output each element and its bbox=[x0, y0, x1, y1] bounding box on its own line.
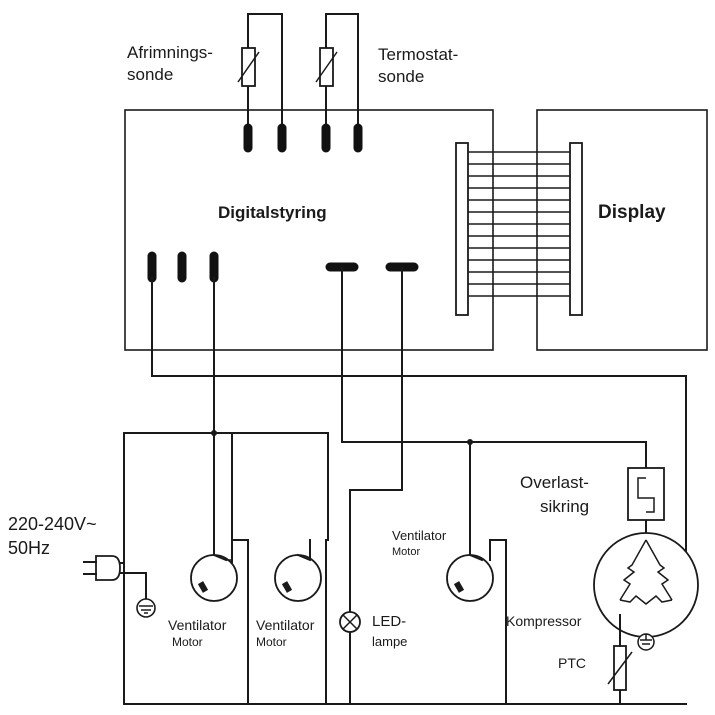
defrost-sensor bbox=[237, 13, 287, 153]
frequency-label: 50Hz bbox=[8, 538, 50, 558]
fan-motor-label: Motor bbox=[256, 635, 287, 649]
thermostat-sensor-label: Termostat- bbox=[378, 45, 458, 64]
led-lamp-label: lampe bbox=[372, 634, 407, 649]
ptc-label: PTC bbox=[558, 655, 586, 671]
fan-motor-label: Ventilator bbox=[256, 617, 315, 633]
overload-label: sikring bbox=[540, 497, 589, 516]
display-label: Display bbox=[598, 202, 666, 223]
digital-control-box bbox=[124, 109, 494, 351]
overload-label: Overlast- bbox=[520, 473, 589, 492]
led-lamp-icon bbox=[339, 611, 361, 633]
voltage-label: 220-240V~ bbox=[8, 514, 97, 534]
junction-dot bbox=[211, 430, 217, 436]
ribbon-connector bbox=[455, 142, 583, 316]
fan-motor-label: Motor bbox=[172, 635, 203, 649]
compressor-icon bbox=[593, 532, 699, 651]
defrost-sensor-label: Afrimnings- bbox=[127, 43, 213, 62]
digital-control-label: Digitalstyring bbox=[218, 203, 327, 222]
compressor-label: Kompressor bbox=[506, 613, 582, 629]
junction-dot bbox=[467, 439, 473, 445]
fan-motor-icon bbox=[274, 553, 322, 602]
thermostat-sensor bbox=[315, 13, 363, 153]
plug-icon bbox=[83, 555, 121, 581]
display-box bbox=[536, 109, 708, 351]
led-lamp-label: LED- bbox=[372, 613, 406, 630]
fan-motor-icon bbox=[190, 539, 238, 602]
fan-motor-label: Motor bbox=[392, 546, 420, 558]
ptc-resistor-icon bbox=[607, 614, 633, 691]
wiring bbox=[117, 267, 688, 705]
ground-icon bbox=[136, 598, 156, 618]
defrost-sensor-label: sonde bbox=[127, 65, 173, 84]
fan-motor-icon bbox=[446, 553, 494, 602]
thermostat-sensor-label: sonde bbox=[378, 67, 424, 86]
fan-motor-label: Ventilator bbox=[168, 617, 227, 633]
overload-protector-icon bbox=[627, 467, 665, 521]
fan-motor-label: Ventilator bbox=[392, 528, 447, 543]
